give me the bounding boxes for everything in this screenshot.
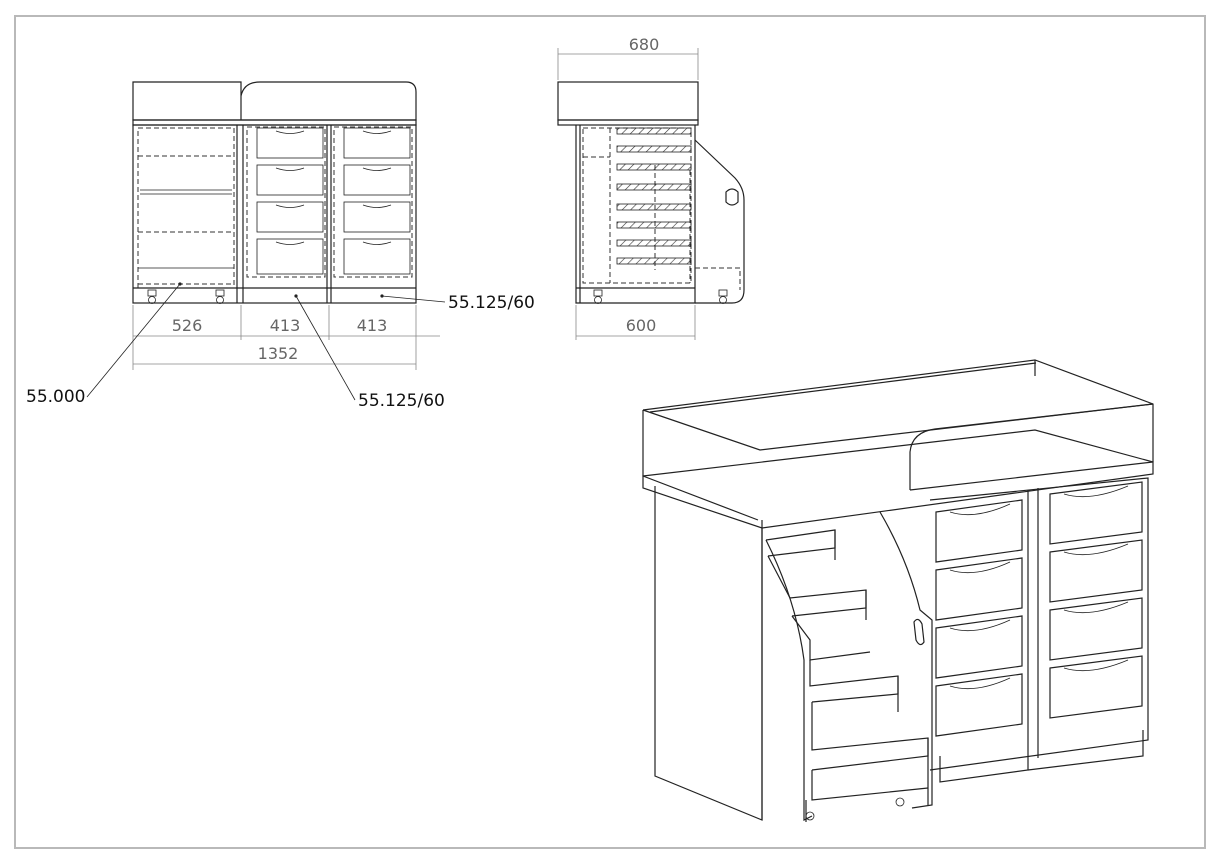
side-stairs-profile [694, 139, 745, 304]
front-castor-right [215, 289, 225, 304]
leader-left [86, 283, 181, 398]
callout-55-125-middle: 55.125/60 [358, 391, 445, 411]
leader-right [381, 295, 446, 303]
side-top-rail [557, 81, 699, 121]
front-dimensions [132, 305, 440, 370]
front-carcass [132, 124, 417, 304]
iso-trays-col2 [1049, 481, 1143, 719]
iso-worktop [642, 429, 1154, 529]
isometric-view [642, 359, 1154, 822]
front-trays-col1 [246, 126, 326, 278]
side-carcass [575, 125, 696, 304]
leader-middle [295, 295, 356, 401]
iso-left-side [654, 486, 763, 821]
iso-drawer-carcass [929, 477, 1149, 771]
side-tray-sections [616, 127, 692, 265]
iso-stair-side-board [879, 511, 933, 809]
front-castor-left [147, 289, 157, 304]
dim-526: 526 [172, 316, 203, 335]
iso-front-rail [909, 403, 1154, 490]
iso-stairs [765, 529, 929, 822]
dim-413-right: 413 [357, 316, 388, 335]
side-castor-right [718, 289, 728, 304]
front-trays-col2 [333, 126, 413, 278]
front-worktop [132, 119, 417, 126]
dim-600: 600 [626, 316, 657, 335]
iso-back-rail [642, 359, 1154, 462]
sheet-border [14, 15, 1206, 849]
callout-55-000: 55.000 [26, 387, 85, 407]
callout-55-125-right: 55.125/60 [448, 293, 535, 313]
side-view: 680 600 [557, 35, 745, 340]
front-top-rail [132, 81, 417, 121]
front-stairs-hidden [137, 127, 235, 289]
dim-413-left: 413 [270, 316, 301, 335]
iso-trays-col1 [935, 499, 1023, 737]
dim-680: 680 [629, 35, 660, 54]
side-castor-left [593, 289, 603, 304]
side-dimensions [557, 48, 699, 340]
front-view: 526 413 413 1352 55.000 55.125/60 55.125… [26, 81, 535, 411]
dim-1352: 1352 [258, 344, 299, 363]
